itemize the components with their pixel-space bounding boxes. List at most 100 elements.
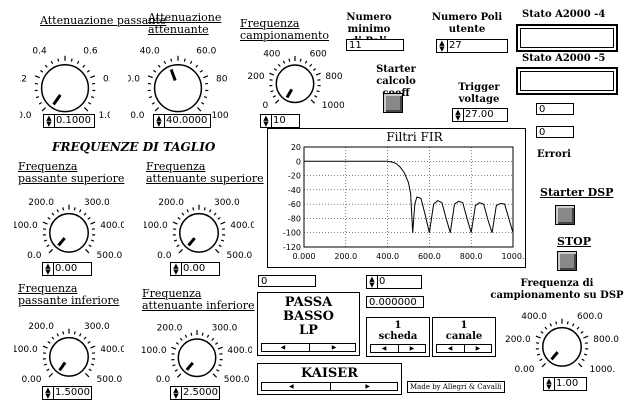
canale-arrows[interactable]: ◀▶ (436, 344, 492, 353)
schede-label: 1 scheda (367, 320, 429, 342)
x-tick-label: 0.000 (293, 252, 316, 261)
freq-dsp-label: Frequenza di campionamento su DSP (486, 278, 628, 302)
arrow-left-icon[interactable]: ◀ (447, 345, 453, 352)
freq-att-sup-input[interactable]: ▲▼ 0.00 (170, 262, 220, 276)
freq-camp-input[interactable]: ▲▼ 10 (260, 114, 300, 128)
knob-indicator (187, 237, 196, 247)
freq-dsp-input[interactable]: ▲▼ 1.00 (543, 377, 587, 391)
stato1-display (516, 24, 618, 52)
window-ring[interactable]: KAISER ◀▶ (257, 363, 402, 395)
starter-dsp-button[interactable] (555, 205, 575, 225)
knob-tick-label: 300.0 (84, 322, 110, 332)
spin-arrows-icon[interactable]: ▲▼ (43, 263, 54, 276)
freq-pass-sup-label1: Frequenza (18, 160, 78, 173)
y-tick-label: -40 (288, 186, 301, 195)
knob-tick-label: 200.0 (505, 335, 531, 345)
filter-type-ring[interactable]: PASSA BASSO LP ◀▶ (257, 292, 360, 356)
spin-arrows-icon[interactable]: ▲▼ (453, 109, 464, 122)
att-passante-label: Attenuazione passante (40, 14, 167, 27)
canale-label: 1 canale (433, 320, 495, 342)
y-tick-label: -60 (288, 200, 301, 209)
spin-arrows-icon[interactable]: ▲▼ (367, 276, 378, 289)
stato2-label: Stato A2000 -5 (522, 53, 606, 64)
knob-tick-label: 500.0 (224, 375, 250, 385)
freq-att-inf-label2: attenuante inferiore (142, 299, 255, 312)
filter-type-label: PASSA BASSO LP (258, 296, 359, 338)
spin-arrows-icon[interactable]: ▲▼ (154, 115, 165, 128)
knob-tick-label: 0.8 (103, 74, 110, 84)
knob-tick-label: 400.0 (521, 312, 547, 322)
spin-arrows-icon[interactable]: ▲▼ (437, 40, 448, 53)
arrow-right-icon[interactable]: ▶ (365, 383, 370, 390)
filter-type-arrows[interactable]: ◀▶ (261, 343, 356, 352)
canale-ring[interactable]: 1 canale ◀▶ (432, 317, 496, 357)
freq-att-inf-input[interactable]: ▲▼ 2.5000 (170, 386, 220, 400)
att-attenuante-input[interactable]: ▲▼ 40.0000 (153, 114, 211, 128)
spin-arrows-icon[interactable]: ▲▼ (44, 115, 55, 128)
knob-tick-label: 0.00 (21, 375, 41, 385)
spin-arrows-icon[interactable]: ▲▼ (261, 115, 272, 128)
window-arrows[interactable]: ◀▶ (261, 382, 398, 391)
schede-arrows[interactable]: ◀▶ (370, 344, 426, 353)
stop-button[interactable] (557, 251, 577, 271)
spin-arrows-icon[interactable]: ▲▼ (171, 387, 182, 400)
freq-camp-label1: Frequenza (240, 17, 300, 30)
arrow-left-icon[interactable]: ◀ (280, 344, 286, 351)
trigger-voltage-label2: voltage (458, 94, 500, 105)
freq-pass-sup-label2: passante superiore (18, 172, 125, 185)
knob-tick-label: 800.0 (593, 335, 619, 345)
starter-dsp-label: Starter DSP (540, 186, 614, 199)
arrow-left-icon[interactable]: ◀ (289, 383, 294, 390)
num-min-poli-label1: Numero minimo (346, 12, 392, 35)
section-title: FREQUENZE DI TAGLIO (52, 140, 216, 154)
arrow-right-icon[interactable]: ▶ (331, 344, 337, 351)
arrow-left-icon[interactable]: ◀ (381, 345, 387, 352)
trigger-voltage-input[interactable]: ▲▼ 27.00 (452, 108, 508, 122)
x-tick-label: 400.0 (376, 252, 399, 261)
knob-tick-label: 60.0 (196, 46, 216, 56)
spin-arrows-icon[interactable]: ▲▼ (171, 263, 182, 276)
freq-pass-sup-value: 0.00 (55, 263, 78, 274)
freq-pass-inf-input[interactable]: ▲▼ 1.5000 (42, 386, 92, 400)
canale-count: 1 (460, 320, 468, 331)
freq-pass-inf-label2: passante inferiore (18, 294, 120, 307)
knob-tick-label: 300.0 (212, 323, 238, 333)
att-passante-knob[interactable]: 0.40.60.20.80.01.0 (13, 36, 118, 126)
knob-indicator (57, 237, 66, 247)
knob-tick-label: 20.0 (128, 74, 140, 84)
knob-tick-label: 100.0 (14, 221, 38, 231)
y-tick-label: -120 (283, 243, 301, 252)
att-passante-input[interactable]: ▲▼ 0.1000 (43, 114, 95, 128)
starter-calcolo-button[interactable] (383, 93, 403, 113)
arrow-right-icon[interactable]: ▶ (475, 345, 481, 352)
schede-ring[interactable]: 1 scheda ◀▶ (366, 317, 430, 357)
knob-tick-label: 800 (325, 72, 342, 82)
y-tick-label: -100 (283, 229, 301, 238)
trigger-voltage-label: Trigger voltage (450, 82, 508, 106)
spin-arrows-icon[interactable]: ▲▼ (544, 378, 555, 391)
knob-tick-label: 300.0 (214, 198, 240, 208)
knob-tick-label: 300.0 (84, 198, 110, 208)
spin-arrows-icon[interactable]: ▲▼ (43, 387, 54, 400)
arrow-right-icon[interactable]: ▶ (409, 345, 415, 352)
freq-pass-sup-input[interactable]: ▲▼ 0.00 (42, 262, 92, 276)
freq-camp-label2: campionamento (240, 29, 330, 42)
num-poli-utente-input[interactable]: ▲▼ 27 (436, 39, 508, 53)
y-tick-label: 0 (296, 157, 301, 166)
filter-type-line3: LP (299, 323, 318, 338)
knob-tick-label: 200.0 (157, 323, 183, 333)
knob-tick-label: 0.2 (20, 74, 27, 84)
knob-indicator (285, 88, 294, 99)
knob-tick-label: 200.0 (28, 322, 54, 332)
misc-input-b[interactable]: ▲▼ 0 (366, 275, 422, 289)
credit-label: Made by Allegri & Cavalli (407, 381, 505, 393)
trigger-voltage-label1: Trigger (458, 82, 500, 93)
